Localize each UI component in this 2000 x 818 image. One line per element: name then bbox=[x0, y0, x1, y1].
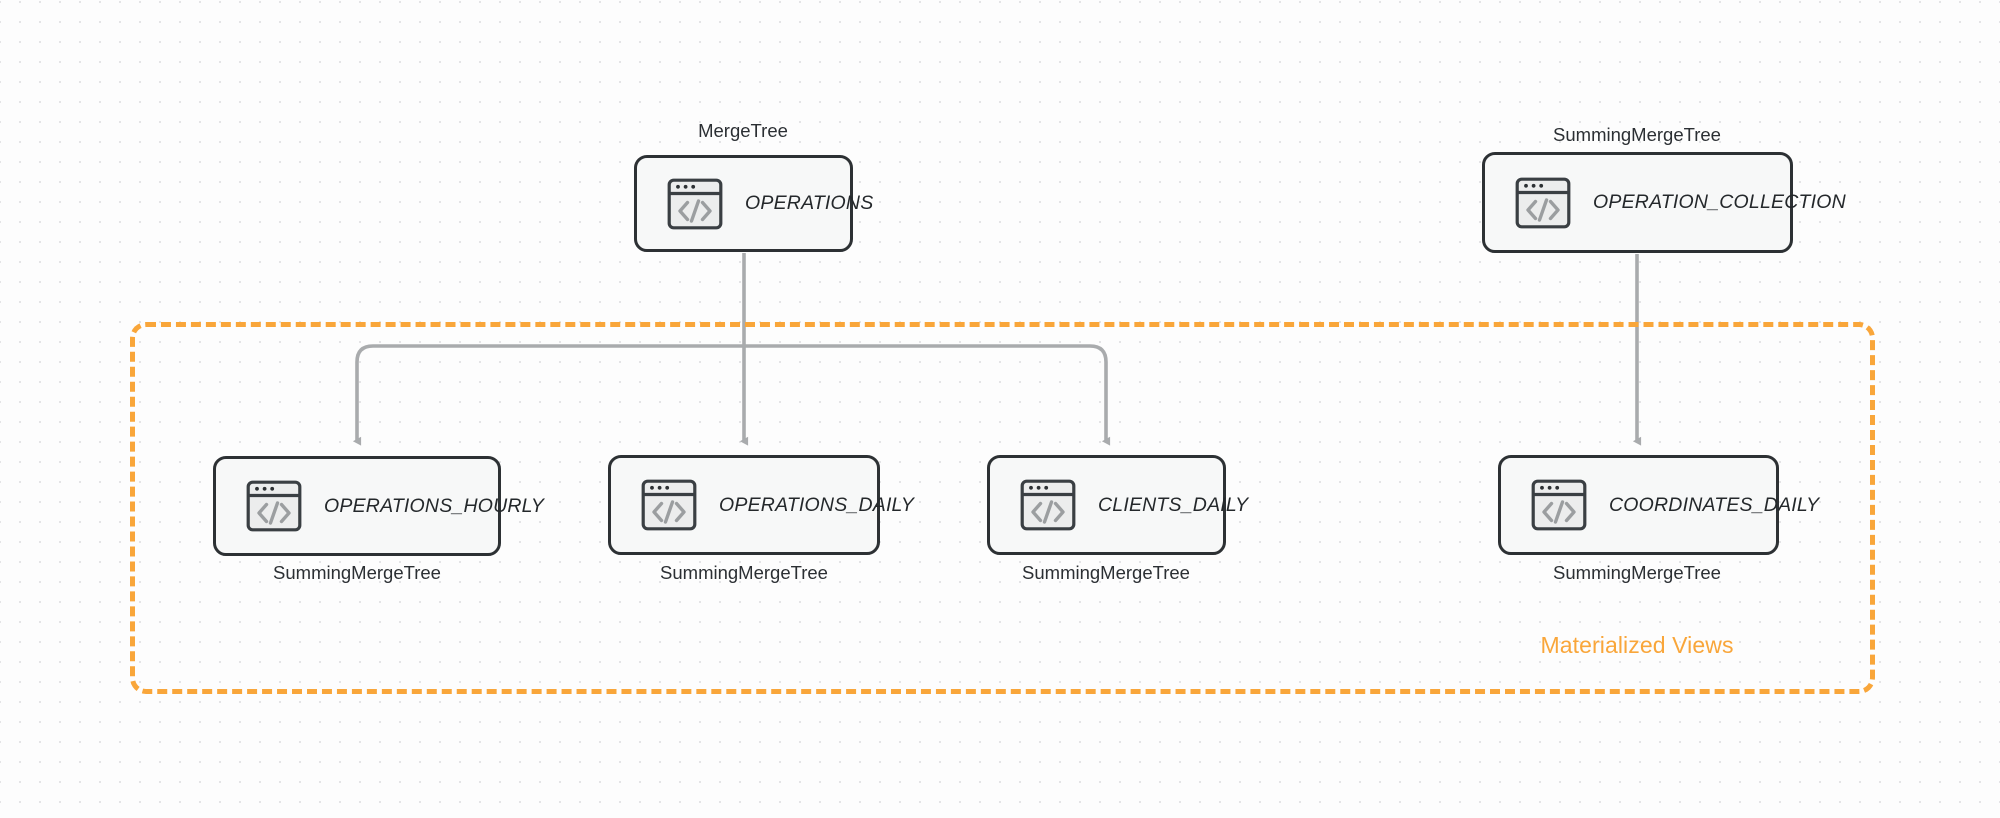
engine-label-clients_daily: SummingMergeTree bbox=[1022, 562, 1190, 583]
node-label: OPERATION_COLLECTION bbox=[1593, 191, 1846, 213]
code-window-icon bbox=[1515, 177, 1571, 229]
code-window-icon bbox=[1020, 479, 1076, 531]
code-window-icon bbox=[246, 480, 302, 532]
engine-label-operation_collection: SummingMergeTree bbox=[1553, 124, 1721, 145]
node-label: OPERATIONS_HOURLY bbox=[324, 494, 545, 517]
node-operations[interactable]: OPERATIONS bbox=[634, 155, 873, 252]
node-operation_collection[interactable]: OPERATION_COLLECTION bbox=[1482, 152, 1846, 253]
node-coordinates_daily[interactable]: COORDINATES_DAILY bbox=[1498, 455, 1819, 555]
materialized-views-label: Materialized Views bbox=[1540, 632, 1734, 658]
code-window-icon bbox=[1531, 479, 1587, 531]
code-window-icon bbox=[641, 479, 697, 531]
node-clients_daily[interactable]: CLIENTS_DAILY bbox=[987, 455, 1248, 555]
node-label: CLIENTS_DAILY bbox=[1098, 493, 1249, 516]
node-operations_daily[interactable]: OPERATIONS_DAILY bbox=[608, 455, 914, 555]
code-window-icon bbox=[667, 178, 723, 230]
engine-label-coordinates_daily: SummingMergeTree bbox=[1553, 562, 1721, 583]
engine-label-operations_hourly: SummingMergeTree bbox=[273, 562, 441, 583]
node-label: OPERATIONS bbox=[745, 192, 874, 214]
node-label: OPERATIONS_DAILY bbox=[719, 493, 915, 516]
node-label: COORDINATES_DAILY bbox=[1609, 493, 1820, 516]
engine-label-operations: MergeTree bbox=[698, 120, 788, 141]
materialized-views-group bbox=[130, 322, 1875, 694]
engine-label-operations_daily: SummingMergeTree bbox=[660, 562, 828, 583]
node-operations_hourly[interactable]: OPERATIONS_HOURLY bbox=[213, 456, 544, 556]
